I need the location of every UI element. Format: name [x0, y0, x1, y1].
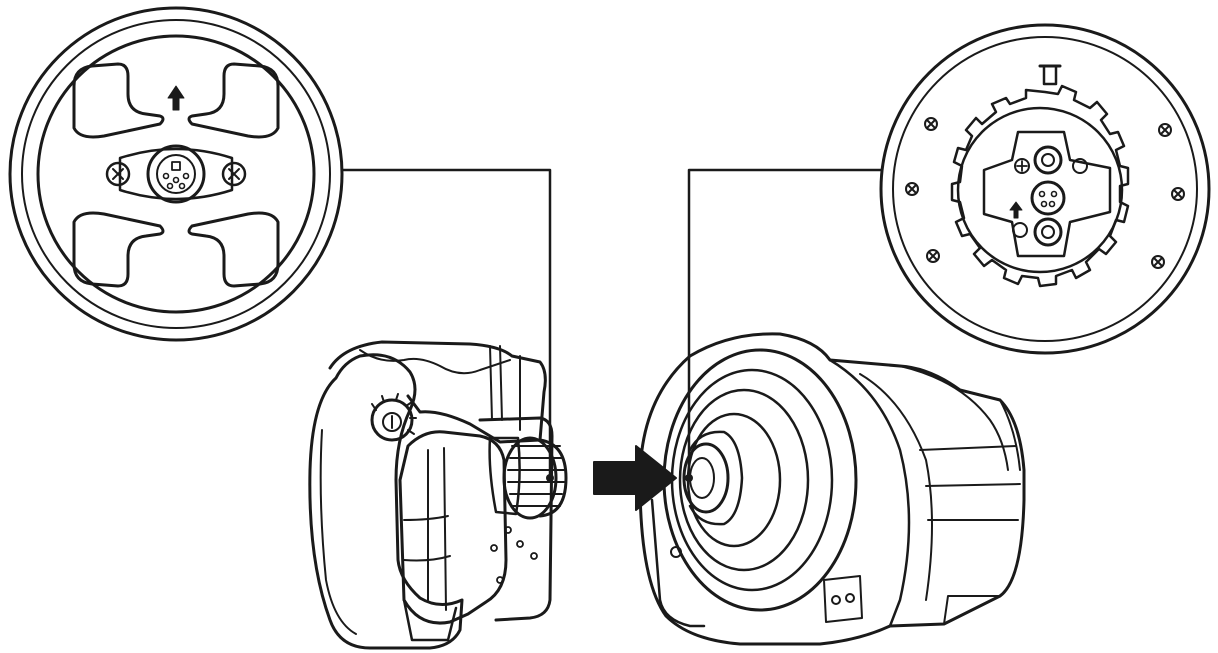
- wheel-base: [638, 332, 1026, 646]
- base-hub-socket-pins: [1038, 190, 1058, 208]
- base-hub-lock-ring: [950, 84, 1130, 288]
- wheel-hub-detail: [8, 6, 344, 342]
- leader-line-base: [687, 168, 884, 480]
- hub-spoke-pad: [187, 62, 280, 139]
- wheel-top-body: [328, 340, 547, 444]
- base-hub-lock-pin: [1042, 64, 1058, 86]
- base-face-ring: [670, 368, 834, 592]
- base-hub-outer-ring: [879, 23, 1211, 355]
- hub-connector-pins: [162, 172, 190, 190]
- wheel-grip: [308, 353, 464, 650]
- wheel-hub-flange: [36, 34, 316, 314]
- hub-orientation-arrow-icon: [167, 85, 185, 111]
- base-hub-orientation-arrow-icon: [1009, 201, 1023, 219]
- base-hub-guide-pin: [1033, 145, 1063, 175]
- wheel-hub-inner-ring: [21, 19, 331, 329]
- wheel-quick-release-spline: [488, 436, 568, 520]
- hub-connector-key: [171, 161, 181, 171]
- base-bracket: [650, 498, 706, 628]
- hub-connector-ring: [146, 144, 206, 204]
- base-face-ring-outer: [662, 348, 858, 612]
- base-hub-screw: [1072, 158, 1088, 174]
- steering-wheel: [308, 340, 568, 650]
- wheel-grip-bottom: [402, 598, 458, 642]
- hub-screw: [221, 161, 247, 187]
- base-hub-screw: [1012, 222, 1028, 238]
- base-face-ring: [678, 388, 810, 572]
- wheel-back-plate: [478, 416, 554, 622]
- mount-arrow-icon: [593, 445, 677, 511]
- leader-line-wheel: [340, 168, 552, 480]
- wheel-rotary-knob: [370, 393, 417, 442]
- base-hub-inner-ring: [892, 36, 1198, 342]
- base-shaft: [682, 430, 744, 526]
- base-hub-connector-body: [982, 130, 1112, 258]
- hub-connector-plate: [118, 147, 234, 201]
- hub-connector-socket: [156, 154, 196, 194]
- hub-spoke-pad: [72, 211, 165, 288]
- base-hub-center-socket: [1030, 180, 1066, 216]
- hub-screw: [105, 161, 131, 187]
- hub-spoke-pad: [72, 62, 165, 139]
- base-ports: [823, 575, 863, 623]
- wheel-front-panel: [398, 430, 508, 625]
- base-hub-guide-pin: [1033, 217, 1063, 247]
- base-face-ring: [686, 412, 782, 548]
- wheel-back-holes: [490, 526, 538, 584]
- base-hub-screw: [1014, 158, 1030, 174]
- wheel-hub-outer-ring: [8, 6, 344, 342]
- base-hub-detail: [879, 23, 1211, 355]
- base-hub-ring-inner: [956, 106, 1124, 274]
- base-hub-flange-screws: [905, 117, 1185, 269]
- hub-spoke-pad: [187, 211, 280, 288]
- base-housing: [638, 332, 1026, 646]
